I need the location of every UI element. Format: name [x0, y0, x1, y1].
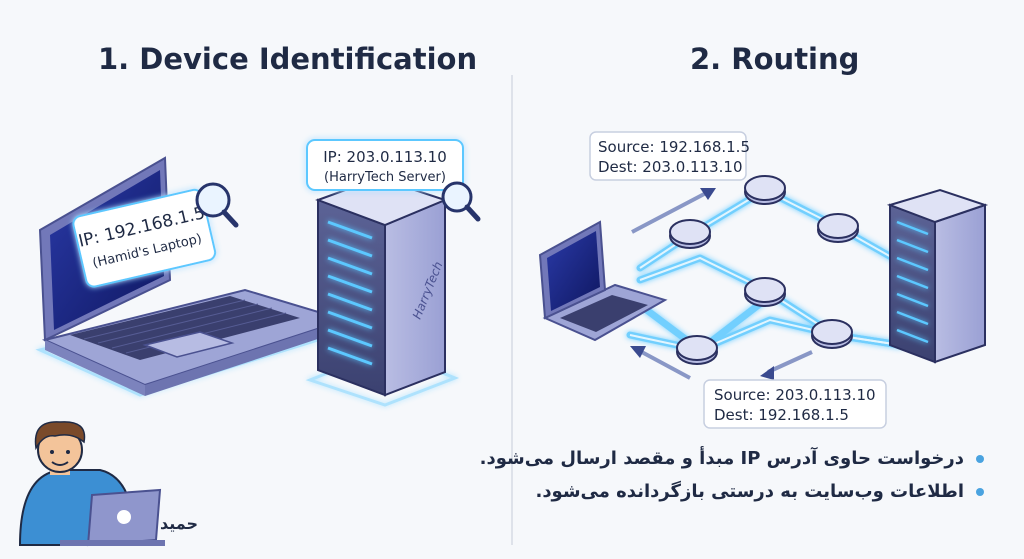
response-dest: Dest: 192.168.1.5	[714, 406, 849, 424]
router-icon	[744, 175, 786, 205]
request-arrow	[631, 188, 716, 234]
server-ip-tag: IP: 203.0.113.10 (HarryTech Server)	[306, 139, 464, 191]
server-ip-text: IP: 203.0.113.10	[323, 148, 447, 166]
person-laptop	[60, 488, 165, 547]
bullet-dot-icon	[976, 488, 984, 496]
response-arrow-left	[630, 346, 691, 380]
response-arrow-right	[760, 350, 813, 380]
packet-request-label: Source: 192.168.1.5 Dest: 203.0.113.10	[589, 131, 750, 181]
bullet-item: اطلاعات وب‌سایت به درستی بازگردانده می‌ش…	[535, 481, 984, 502]
magnifier-icon	[195, 182, 239, 228]
laptop-ip-tag: IP: 192.168.1.5 (Hamid's Laptop)	[72, 188, 217, 288]
request-dest: Dest: 203.0.113.10	[598, 158, 743, 176]
router-icon	[811, 319, 853, 349]
server-left: HarryTech	[305, 176, 460, 407]
bullet-text: اطلاعات وب‌سایت به درستی بازگردانده می‌ش…	[535, 481, 964, 502]
person-name-label: حمید	[160, 514, 199, 533]
router-icon	[744, 277, 786, 307]
server-name-text: (HarryTech Server)	[324, 170, 446, 185]
section-title-routing: 2. Routing	[690, 42, 860, 76]
bullet-text: درخواست حاوی آدرس IP مبدأ و مقصد ارسال م…	[479, 448, 964, 469]
packet-response-label: Source: 203.0.113.10 Dest: 192.168.1.5	[703, 379, 887, 429]
network-paths	[626, 186, 904, 354]
router-icon	[669, 219, 711, 249]
server-right	[886, 188, 989, 364]
section-title-device-identification: 1. Device Identification	[98, 42, 478, 76]
bullet-dot-icon	[976, 455, 984, 463]
bullet-item: درخواست حاوی آدرس IP مبدأ و مقصد ارسال م…	[480, 448, 984, 469]
request-source: Source: 192.168.1.5	[598, 138, 750, 156]
response-source: Source: 203.0.113.10	[714, 386, 876, 404]
router-icon	[817, 213, 859, 243]
router-icon	[676, 335, 718, 365]
magnifier-icon	[441, 181, 481, 222]
laptop-right	[538, 220, 668, 342]
